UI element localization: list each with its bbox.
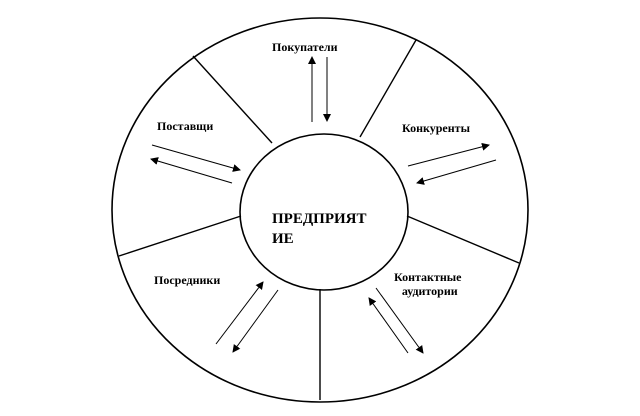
enterprise-label-line2: ИЕ [272,231,294,247]
divider-intermediaries-suppliers [118,215,242,257]
outer-circle [111,17,529,403]
buyers-label: Покупатели [272,40,338,54]
arrow-to-intermediaries [215,281,264,345]
arrow-to-suppliers [150,157,233,184]
intermediaries-label: Посредники [154,273,221,287]
contact-audiences-label-line2: аудитории [401,284,458,298]
competitors-label: Конкуренты [402,121,470,135]
divider-suppliers-buyers [192,55,273,144]
divider-competitors-contact [406,215,520,264]
suppliers-label: Поставщи [157,119,214,133]
arrow-to-competitors [407,142,490,167]
arrow-from-suppliers [151,144,241,172]
divider-buyers-competitors [359,39,417,138]
contact-audiences-label-line1: Контактные [394,270,462,284]
arrow-from-contact-audiences [368,297,409,354]
enterprise-circle [239,133,409,291]
arrow-from-competitors [416,159,497,185]
arrow-from-intermediaries [232,289,279,353]
contact-audiences-label: Контактные аудитории [394,270,461,298]
enterprise-label-line1: ПРЕДПРИЯТ [272,211,367,227]
arrow-to-contact-audiences [375,287,424,354]
enterprise-label: ПРЕДПРИЯТ ИЕ [272,209,367,249]
